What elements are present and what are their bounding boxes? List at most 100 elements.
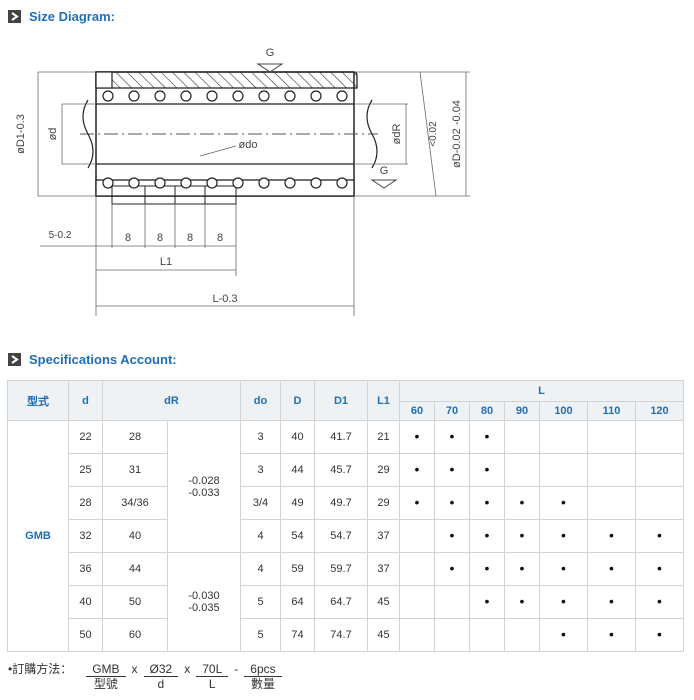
availability-cell: • [539,618,588,652]
availability-cell [434,618,470,652]
header-l-60: 60 [399,401,435,421]
size-diagram-heading: Size Diagram: [8,8,115,24]
order-item-d: Ø32 d [143,662,179,691]
D-cell: 59 [280,552,315,586]
availability-cell [504,420,540,454]
availability-cell [504,453,540,487]
availability-dot: • [449,460,455,477]
d-cell: 40 [68,585,103,619]
do-cell: 3 [240,453,281,487]
tolerance-value: -0.035 [188,602,220,614]
L1-cell: 37 [367,552,400,586]
availability-dot: • [519,592,525,609]
dr-cell: 40 [102,519,168,553]
availability-dot: • [414,493,420,510]
tolerance-value: -0.030 [188,590,220,602]
availability-cell: • [587,552,636,586]
availability-dot: • [414,460,420,477]
chevron-right-icon [8,9,21,23]
d-cell: 25 [68,453,103,487]
D-cell: 64 [280,585,315,619]
header-d: d [68,380,103,421]
L1-cell: 29 [367,453,400,487]
header-l-110: 110 [587,401,636,421]
availability-dot: • [484,427,490,444]
availability-dot: • [657,526,662,543]
availability-cell: • [434,420,470,454]
order-sep: - [234,662,239,676]
size-diagram: G G øD1-0.3 ød ødR <0.02 øD-0.02 -0.04 ø… [15,47,470,316]
order-sep: x [184,662,191,676]
header-L1: L1 [367,380,400,421]
availability-cell: • [469,420,505,454]
availability-cell [539,453,588,487]
D1-cell: 74.7 [314,618,368,652]
spec-heading: Specifications Account: [8,351,177,367]
availability-dot: • [561,592,566,609]
order-item-model: GMB 型號 [86,662,126,691]
availability-cell: • [434,453,470,487]
dr-cell: 44 [102,552,168,586]
dr-cell: 28 [102,420,168,454]
availability-cell: • [504,519,540,553]
D1-cell: 45.7 [314,453,368,487]
tolerance-value: -0.033 [188,486,220,499]
availability-cell: • [504,486,540,520]
dr-cell: 31 [102,453,168,487]
d1-label: øD1-0.3 [15,114,27,154]
availability-cell: • [434,486,470,520]
D1-cell: 41.7 [314,420,368,454]
availability-dot: • [449,559,455,576]
availability-cell [587,453,636,487]
availability-cell: • [587,585,636,619]
order-item-qty: 6pcs 數量 [244,662,282,691]
l-label: L-0.3 [212,293,237,305]
header-l-70: 70 [434,401,470,421]
availability-dot: • [484,526,490,543]
do-cell: 4 [240,519,281,553]
d-cell: 22 [68,420,103,454]
d-cell: 28 [68,486,103,520]
do-cell: 5 [240,585,281,619]
availability-cell: • [635,618,684,652]
availability-cell: • [635,552,684,586]
D-cell: 74 [280,618,315,652]
availability-cell: • [587,519,636,553]
L1-cell: 45 [367,618,400,652]
order-label: 數量 [250,677,275,691]
header-l-90: 90 [504,401,540,421]
do-cell: 3 [240,420,281,454]
availability-cell: • [399,453,435,487]
d-cell: 32 [68,519,103,553]
availability-cell: • [539,519,588,553]
order-label: d [157,677,165,691]
seg1-label: 8 [125,232,131,244]
availability-dot: • [657,625,662,642]
order-value: 6pcs [244,662,282,677]
D1-cell: 49.7 [314,486,368,520]
availability-dot: • [609,592,614,609]
availability-cell: • [469,519,505,553]
D1-cell: 64.7 [314,585,368,619]
seg4-label: 8 [217,232,223,244]
order-value: 70L [196,662,229,677]
availability-cell [504,618,540,652]
availability-dot: • [484,559,490,576]
availability-cell [635,486,684,520]
availability-cell [399,519,435,553]
availability-cell: • [504,585,540,619]
availability-dot: • [609,559,614,576]
d-cell: 50 [68,618,103,652]
availability-dot: • [657,559,662,576]
D1-cell: 54.7 [314,519,368,553]
availability-cell [635,453,684,487]
g-top-label: G [266,47,275,59]
d-label: ød [47,128,59,141]
header-dr: dR [102,380,241,421]
L1-cell: 21 [367,420,400,454]
availability-cell [539,420,588,454]
order-value: Ø32 [143,662,179,677]
lt002-label: <0.02 [428,121,439,147]
